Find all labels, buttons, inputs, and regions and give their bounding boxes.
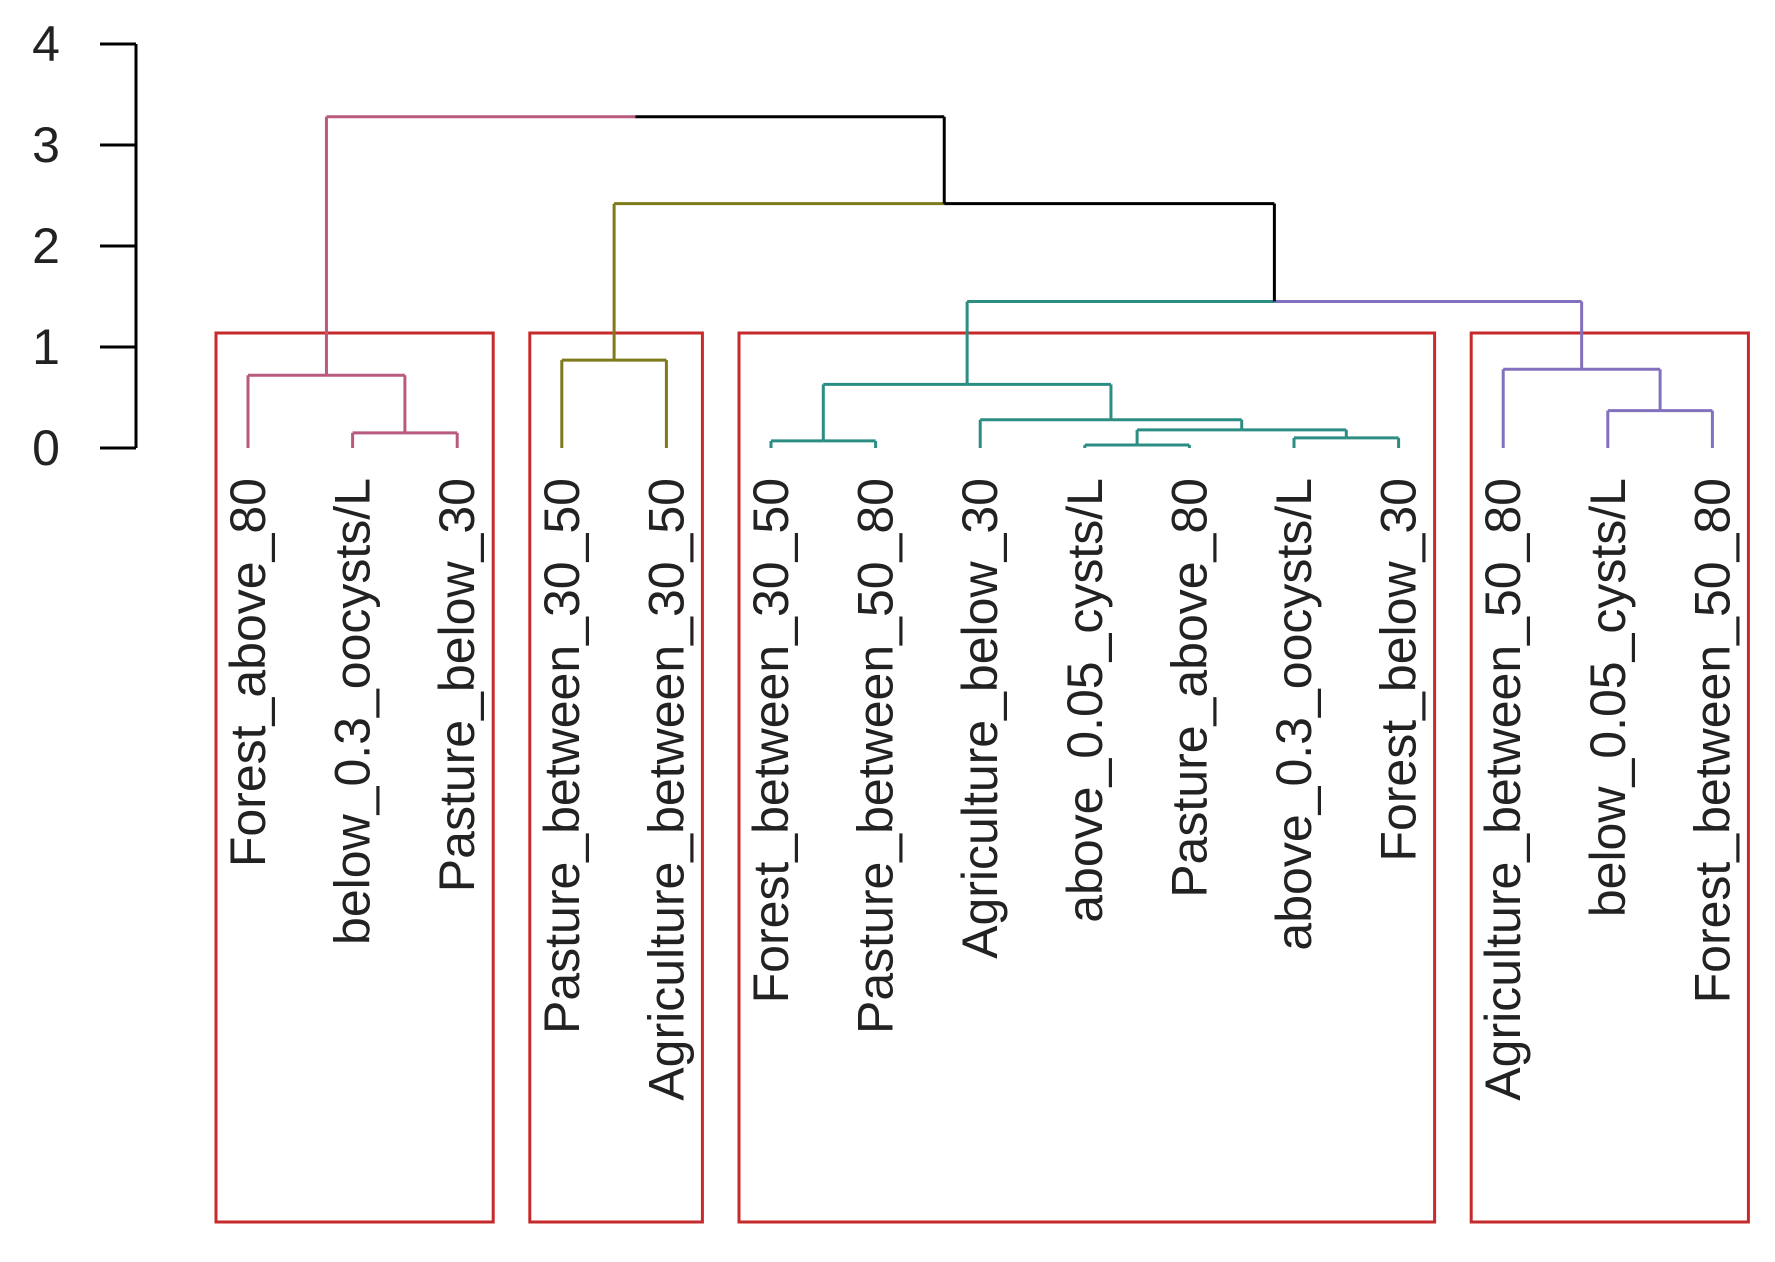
y-tick-label: 2 — [32, 218, 60, 274]
leaf-label: Forest_below_30 — [1371, 478, 1427, 862]
leaf-label: Forest_between_50_80 — [1684, 478, 1740, 1003]
y-tick-label: 3 — [32, 117, 60, 173]
cluster-box — [528, 331, 704, 1224]
y-tick-label: 1 — [32, 319, 60, 375]
leaf-label: Forest_between_30_50 — [743, 478, 799, 1003]
y-axis: 0 1 2 3 4 — [32, 16, 138, 476]
leaf-label: Pasture_between_30_50 — [534, 478, 590, 1034]
cluster-box — [1469, 331, 1750, 1224]
leaf-label: below_0.05_cysts/L — [1580, 478, 1636, 917]
leaf-label: above_0.05_cysts/L — [1057, 478, 1113, 923]
dendrogram-branches — [246, 115, 1714, 448]
y-ticks: 0 1 2 3 4 — [32, 16, 136, 476]
y-tick-label: 0 — [32, 420, 60, 476]
leaf-label: Agriculture_between_50_80 — [1475, 478, 1531, 1101]
leaf-label: Forest_above_80 — [220, 478, 276, 867]
leaf-label: Pasture_between_50_80 — [848, 478, 904, 1034]
cluster-box — [737, 331, 1437, 1224]
leaf-label: below_0.3_oocysts/L — [325, 478, 381, 945]
cluster-boxes — [214, 331, 1750, 1224]
leaf-label: Pasture_above_80 — [1161, 478, 1217, 898]
leaf-label: Agriculture_below_30 — [952, 478, 1008, 959]
y-tick-label: 4 — [32, 16, 60, 72]
leaf-label: Agriculture_between_30_50 — [638, 478, 694, 1101]
leaf-labels: Forest_above_80 below_0.3_oocysts/L Pastur… — [220, 478, 1740, 1101]
cluster-box — [214, 331, 495, 1224]
leaf-label: above_0.3_oocysts/L — [1266, 478, 1322, 951]
leaf-label: Pasture_below_30 — [429, 478, 485, 892]
